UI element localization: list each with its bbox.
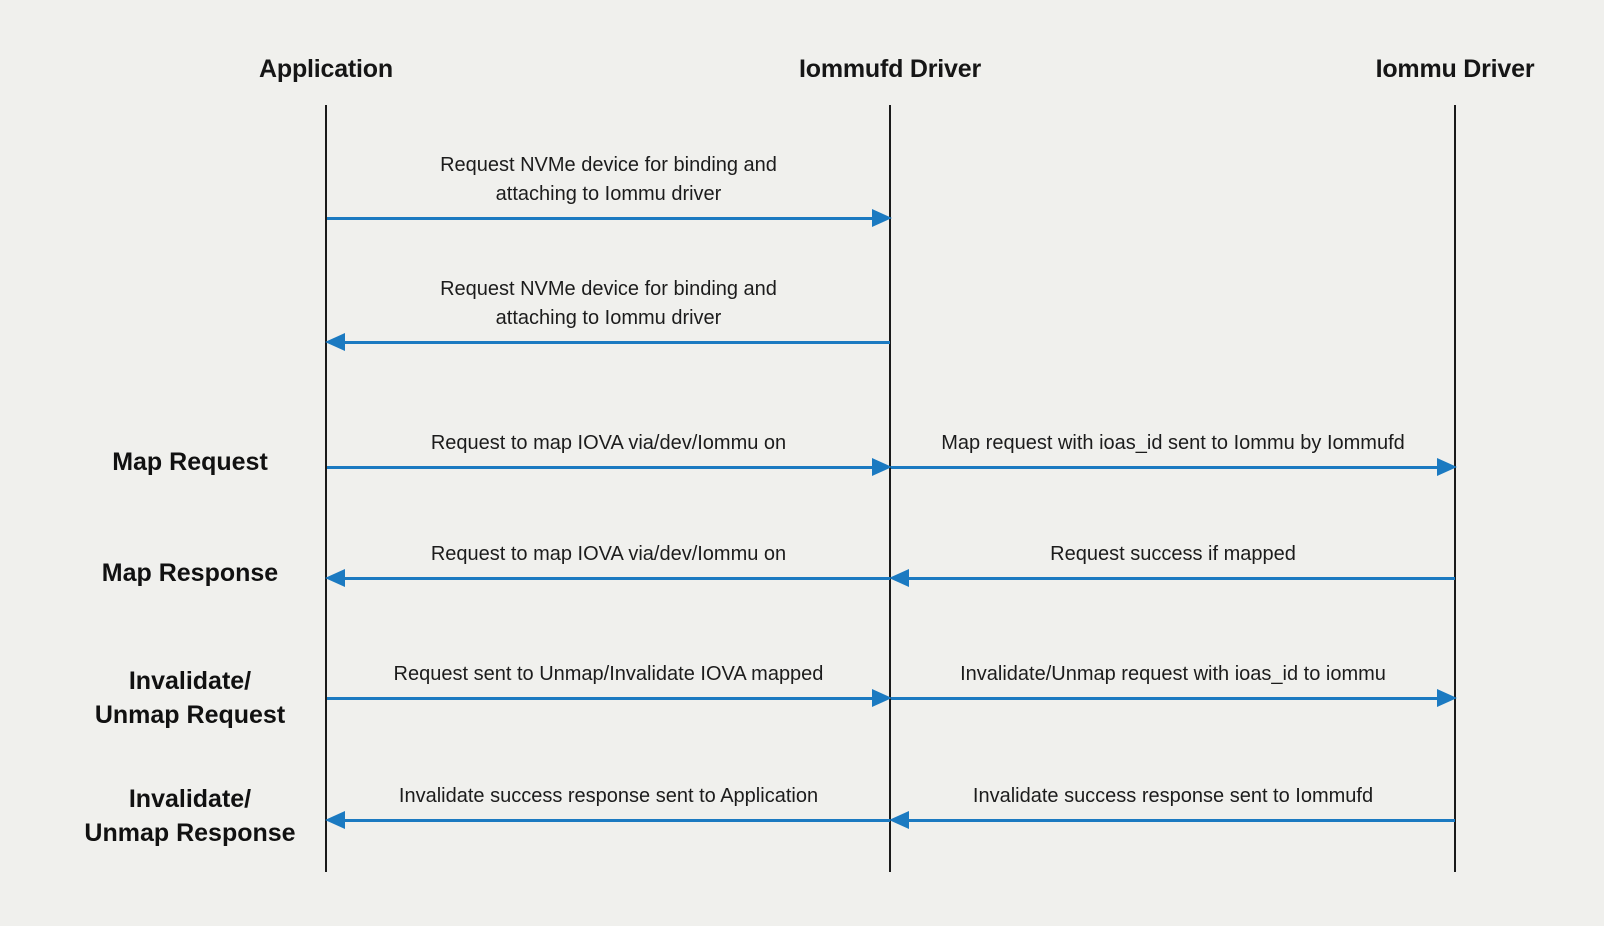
- lifeline-application: [325, 105, 327, 872]
- message-label: Request to map IOVA via/dev/Iommu on: [430, 543, 787, 565]
- row-label-invalidate-unmap-request: Invalidate/ Unmap Request: [94, 667, 286, 729]
- lifeline-iommu-driver: [1454, 105, 1456, 872]
- message-label: Invalidate success response sent to Iomm…: [972, 785, 1374, 807]
- message-arrow-line: [891, 697, 1440, 700]
- arrowhead-left-icon: [889, 569, 909, 587]
- message-arrow-line: [891, 466, 1440, 469]
- message-arrow-line: [906, 577, 1455, 580]
- arrowhead-right-icon: [872, 458, 892, 476]
- message-arrow-line: [342, 577, 890, 580]
- message-arrow-line: [342, 341, 890, 344]
- message-arrow-line: [327, 217, 875, 220]
- message-label: Request NVMe device for binding and atta…: [440, 278, 777, 329]
- message-label: Request to map IOVA via/dev/Iommu on: [430, 432, 787, 454]
- arrowhead-right-icon: [1437, 689, 1457, 707]
- arrowhead-left-icon: [325, 569, 345, 587]
- message-label: Request NVMe device for binding and atta…: [440, 154, 777, 205]
- message-arrow-line: [327, 697, 875, 700]
- participant-title-iommu-driver: Iommu Driver: [1375, 55, 1535, 83]
- participant-title-application: Application: [259, 55, 393, 83]
- message-arrow-line: [906, 819, 1455, 822]
- message-label: Invalidate/Unmap request with ioas_id to…: [960, 663, 1386, 685]
- arrowhead-left-icon: [325, 811, 345, 829]
- participant-title-iommufd-driver: Iommufd Driver: [799, 55, 981, 83]
- arrowhead-left-icon: [889, 811, 909, 829]
- message-arrow-line: [342, 819, 890, 822]
- row-label-map-request: Map Request: [112, 448, 268, 476]
- message-label: Request sent to Unmap/Invalidate IOVA ma…: [393, 663, 824, 685]
- arrowhead-left-icon: [325, 333, 345, 351]
- arrowhead-right-icon: [1437, 458, 1457, 476]
- lifeline-iommufd-driver: [889, 105, 891, 872]
- message-label: Request success if mapped: [1050, 543, 1296, 565]
- arrowhead-right-icon: [872, 689, 892, 707]
- message-arrow-line: [327, 466, 875, 469]
- message-label: Invalidate success response sent to Appl…: [398, 785, 819, 807]
- message-label: Map request with ioas_id sent to Iommu b…: [941, 432, 1405, 454]
- arrowhead-right-icon: [872, 209, 892, 227]
- row-label-map-response: Map Response: [101, 559, 279, 587]
- row-label-invalidate-unmap-response: Invalidate/ Unmap Response: [84, 785, 296, 847]
